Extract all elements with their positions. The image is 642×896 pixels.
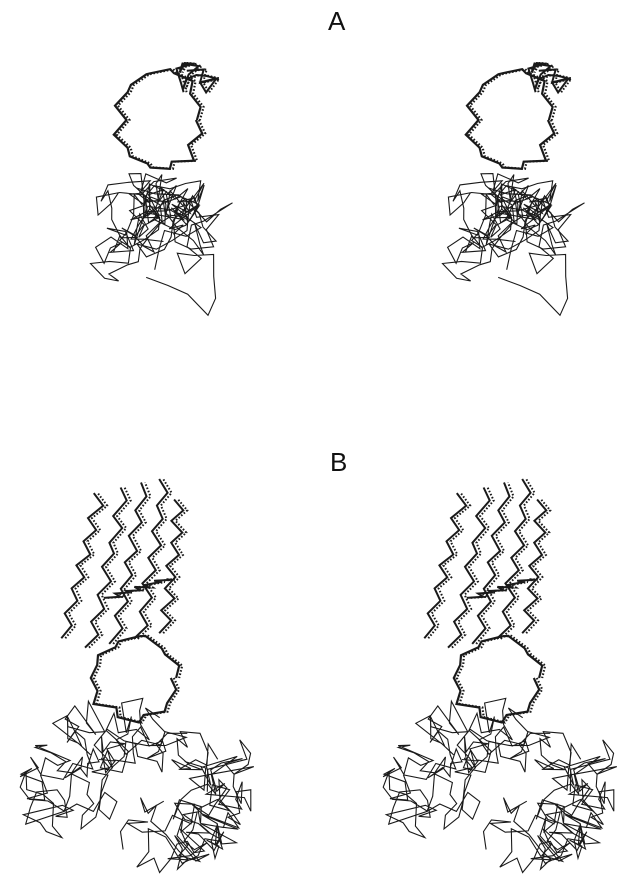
panel-b-label: B	[330, 447, 347, 478]
loop-trace-dotted	[94, 636, 182, 723]
domain-trace	[383, 708, 549, 838]
domain-trace	[20, 701, 105, 800]
domain-trace	[122, 186, 233, 316]
strand-trace-solid	[134, 479, 168, 639]
panel-a-right-view	[372, 40, 642, 350]
strand-trace-solid	[109, 483, 146, 644]
loop-trace-solid	[91, 636, 179, 723]
loop-trace-solid	[114, 69, 202, 169]
loop-trace-solid	[454, 636, 542, 723]
loop-trace-solid	[466, 69, 554, 169]
strand-trace-solid	[497, 479, 531, 639]
domain-trace	[474, 186, 585, 316]
panel-b-left-view	[0, 468, 300, 896]
domain-trace	[500, 798, 587, 873]
panel-a-left-view	[20, 40, 290, 350]
panel-b-right-view	[368, 468, 642, 896]
panel-a-label: A	[328, 6, 345, 37]
domain-trace	[383, 701, 468, 800]
domain-trace	[137, 798, 224, 873]
strand-trace-solid	[472, 483, 509, 644]
loop-trace-dotted	[457, 636, 545, 723]
domain-trace	[20, 708, 186, 838]
